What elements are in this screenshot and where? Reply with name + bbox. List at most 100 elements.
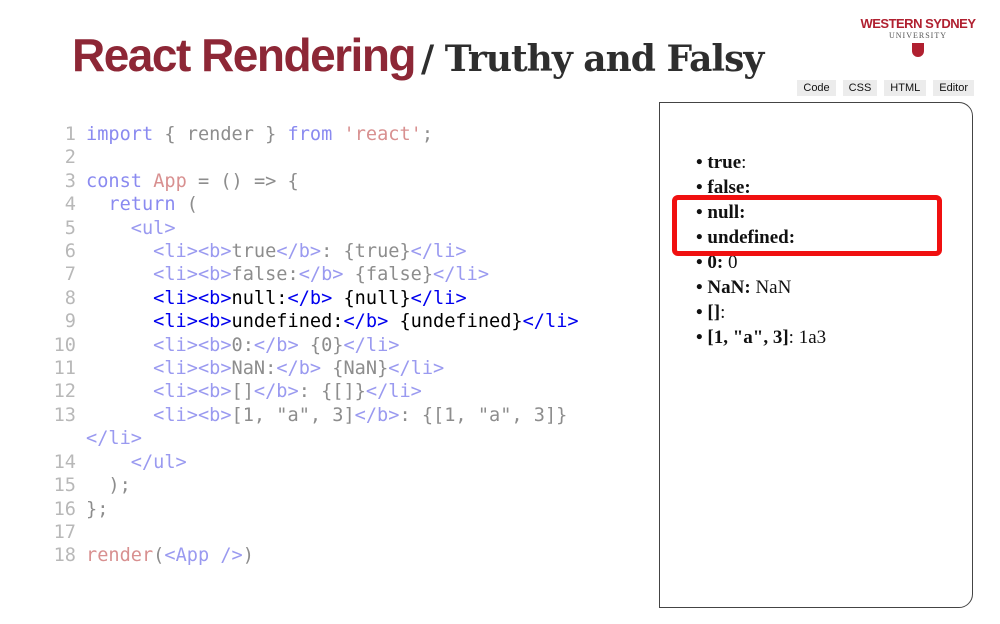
line-number: 14 xyxy=(53,451,76,473)
code-token: ) xyxy=(242,545,254,567)
output-label: NaN: xyxy=(707,277,751,298)
code-line: 17 xyxy=(48,521,579,544)
code-token: {null} xyxy=(332,287,411,309)
tab-editor[interactable]: Editor xyxy=(933,80,974,96)
output-value: 0 xyxy=(723,252,738,273)
code-token: [1, "a", 3] xyxy=(231,404,355,426)
output-label: false: xyxy=(707,177,751,198)
code-line: 8 <li><b>null:</b> {null}</li> xyxy=(48,287,579,310)
code-token: <li><b> xyxy=(86,287,232,309)
code-line: 16}; xyxy=(48,498,579,521)
code-token: <li><b> xyxy=(86,358,232,380)
code-line: 5 <ul> xyxy=(48,217,579,240)
code-token: null: xyxy=(231,287,288,309)
code-token: </b> xyxy=(287,287,333,309)
code-token: : {[1, "a", 3]} xyxy=(399,404,568,426)
code-token: </li> xyxy=(343,334,400,356)
tab-html[interactable]: HTML xyxy=(884,80,927,96)
line-number: 2 xyxy=(64,147,76,169)
code-token: <li><b> xyxy=(86,311,232,333)
code-line: 15 ); xyxy=(48,474,579,497)
code-token: NaN: xyxy=(231,358,277,380)
code-token: </li> xyxy=(433,264,490,286)
code-line: 18 render(<App />) xyxy=(48,544,579,567)
code-token: true xyxy=(231,241,277,263)
code-token: false: xyxy=(231,264,299,286)
code-token: render xyxy=(86,545,154,567)
title-main: React Rendering xyxy=(72,29,417,81)
code-token: </li> xyxy=(410,241,467,263)
code-token: = () => { xyxy=(186,170,299,192)
university-logo: WESTERN SYDNEY UNIVERSITY xyxy=(856,16,980,57)
code-token: </li> xyxy=(86,428,142,450)
code-token xyxy=(142,171,153,192)
output-label: null: xyxy=(707,202,746,223)
line-number: 8 xyxy=(64,287,76,309)
line-number: 9 xyxy=(64,311,76,333)
code-token: </li> xyxy=(410,287,467,309)
output-item: NaN: NaN xyxy=(696,275,826,300)
code-token: <li><b> xyxy=(86,381,232,403)
code-token: 0: xyxy=(231,334,254,356)
code-token: <App /> xyxy=(164,545,243,567)
code-line: 10 <li><b>0:</b> {0}</li> xyxy=(48,334,579,357)
output-value: : xyxy=(741,152,747,173)
code-token: {undefined} xyxy=(388,311,523,333)
slide-title: React Rendering/ Truthy and Falsy xyxy=(72,28,764,82)
line-number: 15 xyxy=(53,475,76,497)
code-token: </li> xyxy=(388,358,445,380)
output-item: 0: 0 xyxy=(696,250,826,275)
code-token: <li><b> xyxy=(86,241,232,263)
code-token xyxy=(332,124,343,145)
output-label: undefined: xyxy=(707,227,796,248)
line-number: 16 xyxy=(53,498,76,520)
code-token: </b> xyxy=(253,381,299,403)
code-token: }; xyxy=(86,498,109,520)
output-item: null: xyxy=(696,200,826,225)
code-token: { render } xyxy=(153,124,288,145)
logo-line2: UNIVERSITY xyxy=(889,31,947,40)
title-sub: / Truthy and Falsy xyxy=(421,38,764,80)
output-panel: true:false:null:undefined:0: 0NaN: NaN[]… xyxy=(659,102,973,608)
code-token: : {[]} xyxy=(298,381,366,403)
highlight-box xyxy=(672,195,942,256)
output-value: NaN xyxy=(750,277,792,298)
code-token: return xyxy=(86,194,176,216)
code-token: from xyxy=(287,124,333,145)
output-value: : xyxy=(720,302,726,323)
code-token: [] xyxy=(231,381,254,403)
output-label: [1, "a", 3] xyxy=(707,327,789,348)
code-token: </b> xyxy=(276,241,322,263)
code-token: const xyxy=(86,170,142,192)
output-item: undefined: xyxy=(696,225,826,250)
line-number: 11 xyxy=(53,358,76,380)
code-line: 7 <li><b>false:</b> {false}</li> xyxy=(48,263,579,286)
line-number: 6 xyxy=(64,241,76,263)
code-token: <ul> xyxy=(86,217,176,239)
code-token: </li> xyxy=(522,311,579,333)
code-token: <li><b> xyxy=(86,404,232,426)
code-token: ; xyxy=(421,124,434,145)
line-number: 18 xyxy=(53,545,76,567)
code-line: 9 <li><b>undefined:</b> {undefined}</li> xyxy=(48,310,579,333)
output-item: true: xyxy=(696,150,826,175)
line-number: 10 xyxy=(53,334,76,356)
output-item: []: xyxy=(696,300,826,325)
line-number: 12 xyxy=(53,381,76,403)
code-line: 13 <li><b>[1, "a", 3]</b>: {[1, "a", 3]} xyxy=(48,404,579,427)
output-label: [] xyxy=(707,302,721,323)
code-line: 14 </ul> xyxy=(48,451,579,474)
code-token: </li> xyxy=(365,381,422,403)
code-line: 12 <li><b>[]</b>: {[]}</li> xyxy=(48,380,579,403)
code-token: ( xyxy=(153,545,165,567)
code-token: {NaN} xyxy=(321,358,389,380)
code-token: : {true} xyxy=(321,241,411,263)
line-number: 1 xyxy=(64,124,76,145)
tab-css[interactable]: CSS xyxy=(842,80,878,96)
code-token: 'react' xyxy=(343,124,422,145)
code-token: </b> xyxy=(298,264,344,286)
output-item: [1, "a", 3]: 1a3 xyxy=(696,325,826,350)
tab-code[interactable]: Code xyxy=(797,80,836,96)
logo-line1: WESTERN SYDNEY xyxy=(860,16,976,31)
